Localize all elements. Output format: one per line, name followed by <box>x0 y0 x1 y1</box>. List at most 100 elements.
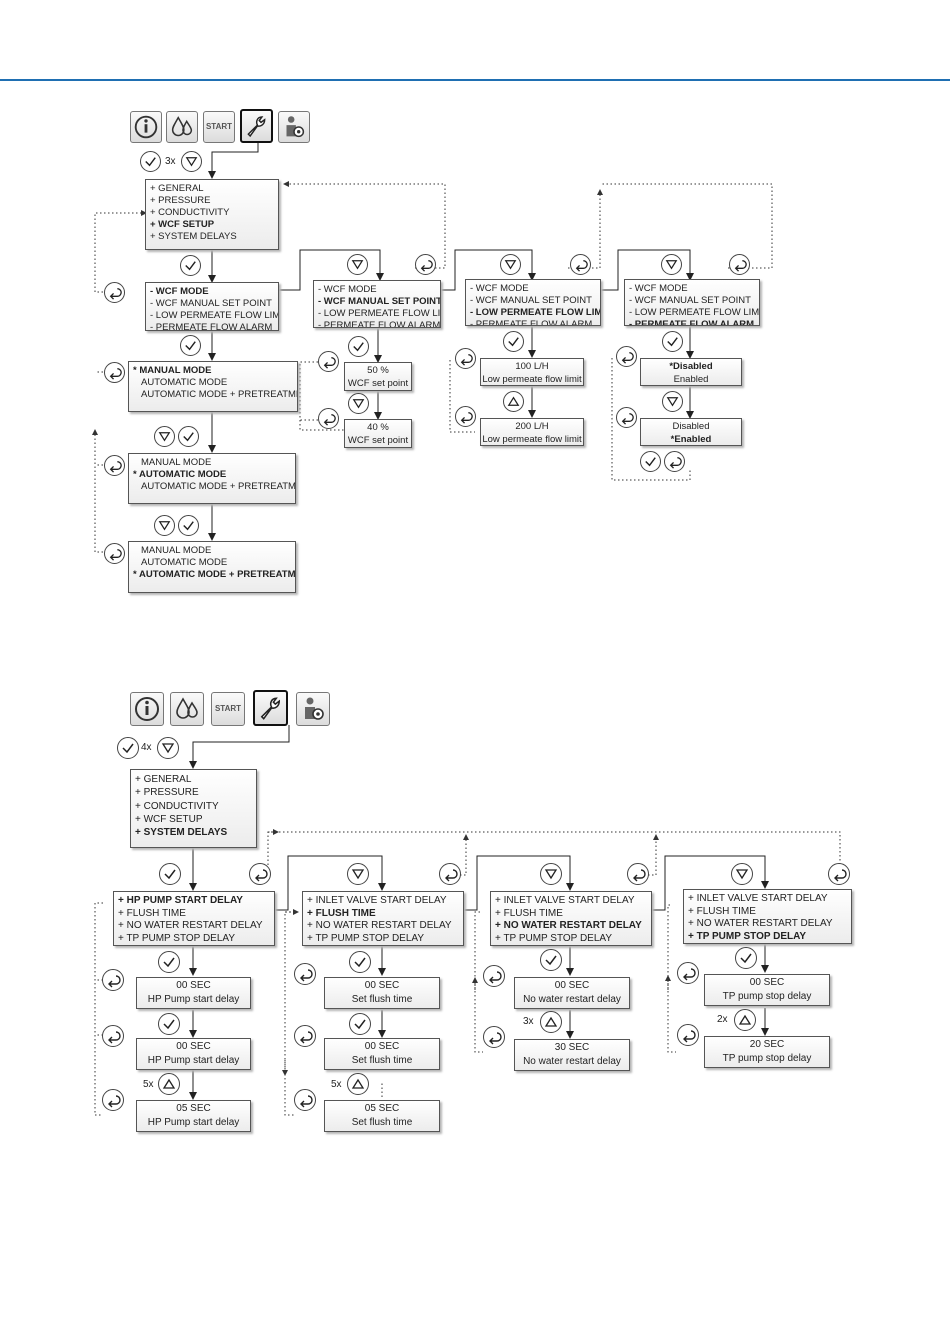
start-button[interactable]: START <box>203 111 235 143</box>
down-button[interactable] <box>154 515 175 536</box>
mode-manual[interactable]: MANUAL MODE <box>133 457 291 469</box>
mode-automatic[interactable]: * AUTOMATIC MODE <box>133 469 291 481</box>
back-button[interactable] <box>294 1025 316 1047</box>
settings-button[interactable] <box>240 109 273 143</box>
confirm-button[interactable] <box>349 951 371 973</box>
menu-system-delays[interactable]: + SYSTEM DELAYS <box>135 827 228 839</box>
wcf-alarm-item[interactable]: - PERMEATE FLOW ALARM <box>318 320 441 328</box>
mode-auto-pre[interactable]: * AUTOMATIC MODE + PRETREATMENT <box>133 569 295 581</box>
menu-system-delays[interactable]: + SYSTEM DELAYS <box>150 231 237 242</box>
delay-flush-item[interactable]: + FLUSH TIME <box>495 907 563 919</box>
confirm-button[interactable] <box>140 151 161 172</box>
info-button[interactable] <box>130 692 164 726</box>
confirm-button[interactable] <box>735 947 757 969</box>
wcf-setpoint-item[interactable]: - WCF MANUAL SET POINT <box>318 296 441 307</box>
down-button[interactable] <box>348 393 369 414</box>
back-button[interactable] <box>570 254 591 275</box>
down-button[interactable] <box>662 391 683 412</box>
back-button[interactable] <box>455 406 476 427</box>
wcf-low-limit-item[interactable]: - LOW PERMEATE FLOW LIMIT <box>150 310 279 321</box>
mode-manual[interactable]: MANUAL MODE <box>133 545 291 557</box>
confirm-button[interactable] <box>503 331 524 352</box>
drop-button[interactable] <box>170 692 204 726</box>
wcf-mode-item[interactable]: - WCF MODE <box>629 283 688 294</box>
info-button[interactable] <box>130 111 162 143</box>
delay-inlet-item[interactable]: + INLET VALVE START DELAY <box>495 895 635 906</box>
confirm-button[interactable] <box>180 255 201 276</box>
back-button[interactable] <box>102 1025 124 1047</box>
back-button[interactable] <box>318 351 339 372</box>
back-button[interactable] <box>102 969 124 991</box>
back-button[interactable] <box>249 863 271 885</box>
up-button[interactable] <box>347 1073 369 1095</box>
confirm-button[interactable] <box>178 426 199 447</box>
back-button[interactable] <box>483 965 505 987</box>
back-button[interactable] <box>104 455 125 476</box>
confirm-button[interactable] <box>640 451 661 472</box>
mode-auto-pre[interactable]: AUTOMATIC MODE + PRETREATMENT <box>133 389 297 401</box>
menu-wcf-setup[interactable]: + WCF SETUP <box>150 219 215 230</box>
menu-conductivity[interactable]: + CONDUCTIVITY <box>135 800 219 812</box>
confirm-button[interactable] <box>540 949 562 971</box>
wcf-setpoint-item[interactable]: - WCF MANUAL SET POINT <box>470 295 592 306</box>
back-button[interactable] <box>627 863 649 885</box>
back-button[interactable] <box>455 348 476 369</box>
drop-button[interactable] <box>166 111 198 143</box>
confirm-button[interactable] <box>158 1013 180 1035</box>
confirm-button[interactable] <box>662 331 683 352</box>
back-button[interactable] <box>415 254 436 275</box>
down-button[interactable] <box>181 151 202 172</box>
service-button[interactable] <box>296 692 330 726</box>
back-button[interactable] <box>616 346 637 367</box>
wcf-mode-item[interactable]: - WCF MODE <box>470 283 529 294</box>
down-button[interactable] <box>661 254 682 275</box>
mode-automatic[interactable]: AUTOMATIC MODE <box>133 557 291 569</box>
confirm-button[interactable] <box>349 1013 371 1035</box>
back-button[interactable] <box>828 863 850 885</box>
back-button[interactable] <box>104 282 125 303</box>
confirm-button[interactable] <box>117 737 139 759</box>
wcf-setpoint-item[interactable]: - WCF MANUAL SET POINT <box>150 298 272 309</box>
wcf-alarm-item[interactable]: - PERMEATE FLOW ALARM <box>470 319 593 326</box>
back-button[interactable] <box>483 1026 505 1048</box>
down-button[interactable] <box>500 254 521 275</box>
delay-nowater-item[interactable]: + NO WATER RESTART DELAY <box>307 920 452 932</box>
menu-general[interactable]: + GENERAL <box>150 183 204 194</box>
service-button[interactable] <box>278 111 310 143</box>
menu-pressure[interactable]: + PRESSURE <box>135 787 199 799</box>
confirm-button[interactable] <box>348 336 369 357</box>
back-button[interactable] <box>677 962 699 984</box>
up-button[interactable] <box>158 1073 180 1095</box>
back-button[interactable] <box>677 1024 699 1046</box>
delay-nowater-item[interactable]: + NO WATER RESTART DELAY <box>495 920 642 932</box>
back-button[interactable] <box>104 362 125 383</box>
confirm-button[interactable] <box>158 951 180 973</box>
delay-hp-item[interactable]: + HP PUMP START DELAY <box>118 895 243 906</box>
wcf-alarm-item[interactable]: - PERMEATE FLOW ALARM <box>150 322 273 331</box>
menu-wcf-setup[interactable]: + WCF SETUP <box>135 813 203 825</box>
back-button[interactable] <box>664 451 685 472</box>
wcf-low-limit-item[interactable]: - LOW PERMEATE FLOW LIMIT <box>318 308 441 319</box>
delay-flush-item[interactable]: + FLUSH TIME <box>688 905 756 917</box>
up-button[interactable] <box>540 1011 562 1033</box>
back-button[interactable] <box>616 407 637 428</box>
menu-pressure[interactable]: + PRESSURE <box>150 195 211 206</box>
delay-flush-item[interactable]: + FLUSH TIME <box>307 907 376 919</box>
confirm-button[interactable] <box>178 515 199 536</box>
confirm-button[interactable] <box>159 863 181 885</box>
delay-tp-item[interactable]: + TP PUMP STOP DELAY <box>688 930 807 942</box>
back-button[interactable] <box>439 863 461 885</box>
back-button[interactable] <box>294 963 316 985</box>
down-button[interactable] <box>347 254 368 275</box>
down-button[interactable] <box>347 863 369 885</box>
delay-inlet-item[interactable]: + INLET VALVE START DELAY <box>307 895 447 906</box>
down-button[interactable] <box>157 737 179 759</box>
delay-inlet-item[interactable]: + INLET VALVE START DELAY <box>688 893 828 904</box>
delay-tp-item[interactable]: + TP PUMP STOP DELAY <box>118 932 235 944</box>
mode-automatic[interactable]: AUTOMATIC MODE <box>133 377 293 389</box>
settings-button[interactable] <box>253 690 288 726</box>
wcf-setpoint-item[interactable]: - WCF MANUAL SET POINT <box>629 295 751 306</box>
down-button[interactable] <box>731 863 753 885</box>
menu-conductivity[interactable]: + CONDUCTIVITY <box>150 207 230 218</box>
delay-tp-item[interactable]: + TP PUMP STOP DELAY <box>307 932 424 944</box>
